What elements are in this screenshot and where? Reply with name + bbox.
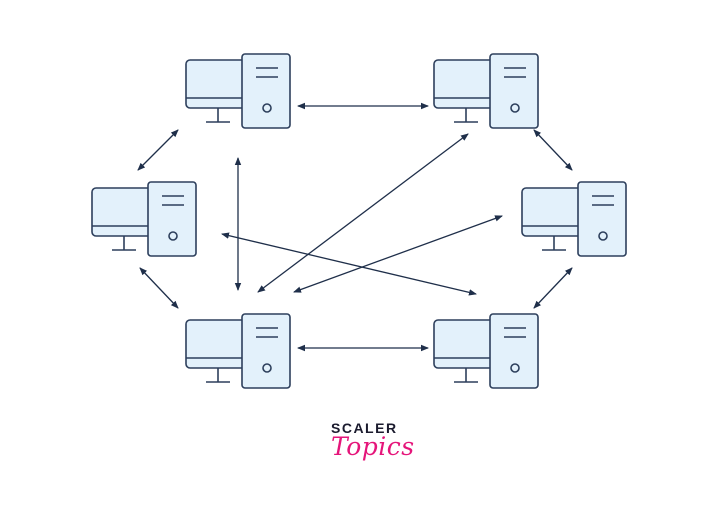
connection-arrow-pc-middle-right-to-pc-bottom-right (533, 267, 573, 309)
connection-arrow-pc-top-left-to-pc-middle-left (137, 129, 179, 171)
pc-bottom-left-desktop-computer-icon (185, 313, 291, 389)
pc-middle-left-desktop-computer-icon (91, 181, 197, 257)
pc-middle-right-desktop-computer-icon (521, 181, 627, 257)
connection-arrow-pc-middle-left-to-pc-bottom-left (139, 267, 179, 309)
pc-bottom-right-desktop-computer-icon (433, 313, 539, 389)
pc-top-right-desktop-computer-icon (433, 53, 539, 129)
connection-arrow-pc-middle-left-to-pc-bottom-right (221, 232, 477, 296)
connection-arrow-pc-top-right-to-pc-bottom-left (257, 133, 469, 293)
logo-wordmark-scaler: SCALER (331, 420, 398, 436)
pc-top-left-desktop-computer-icon (185, 53, 291, 129)
connection-arrow-pc-top-right-to-pc-middle-right (533, 129, 573, 171)
logo-wordmark-topics: Topics (331, 432, 415, 461)
connection-arrow-pc-middle-right-to-pc-bottom-left (293, 215, 503, 293)
